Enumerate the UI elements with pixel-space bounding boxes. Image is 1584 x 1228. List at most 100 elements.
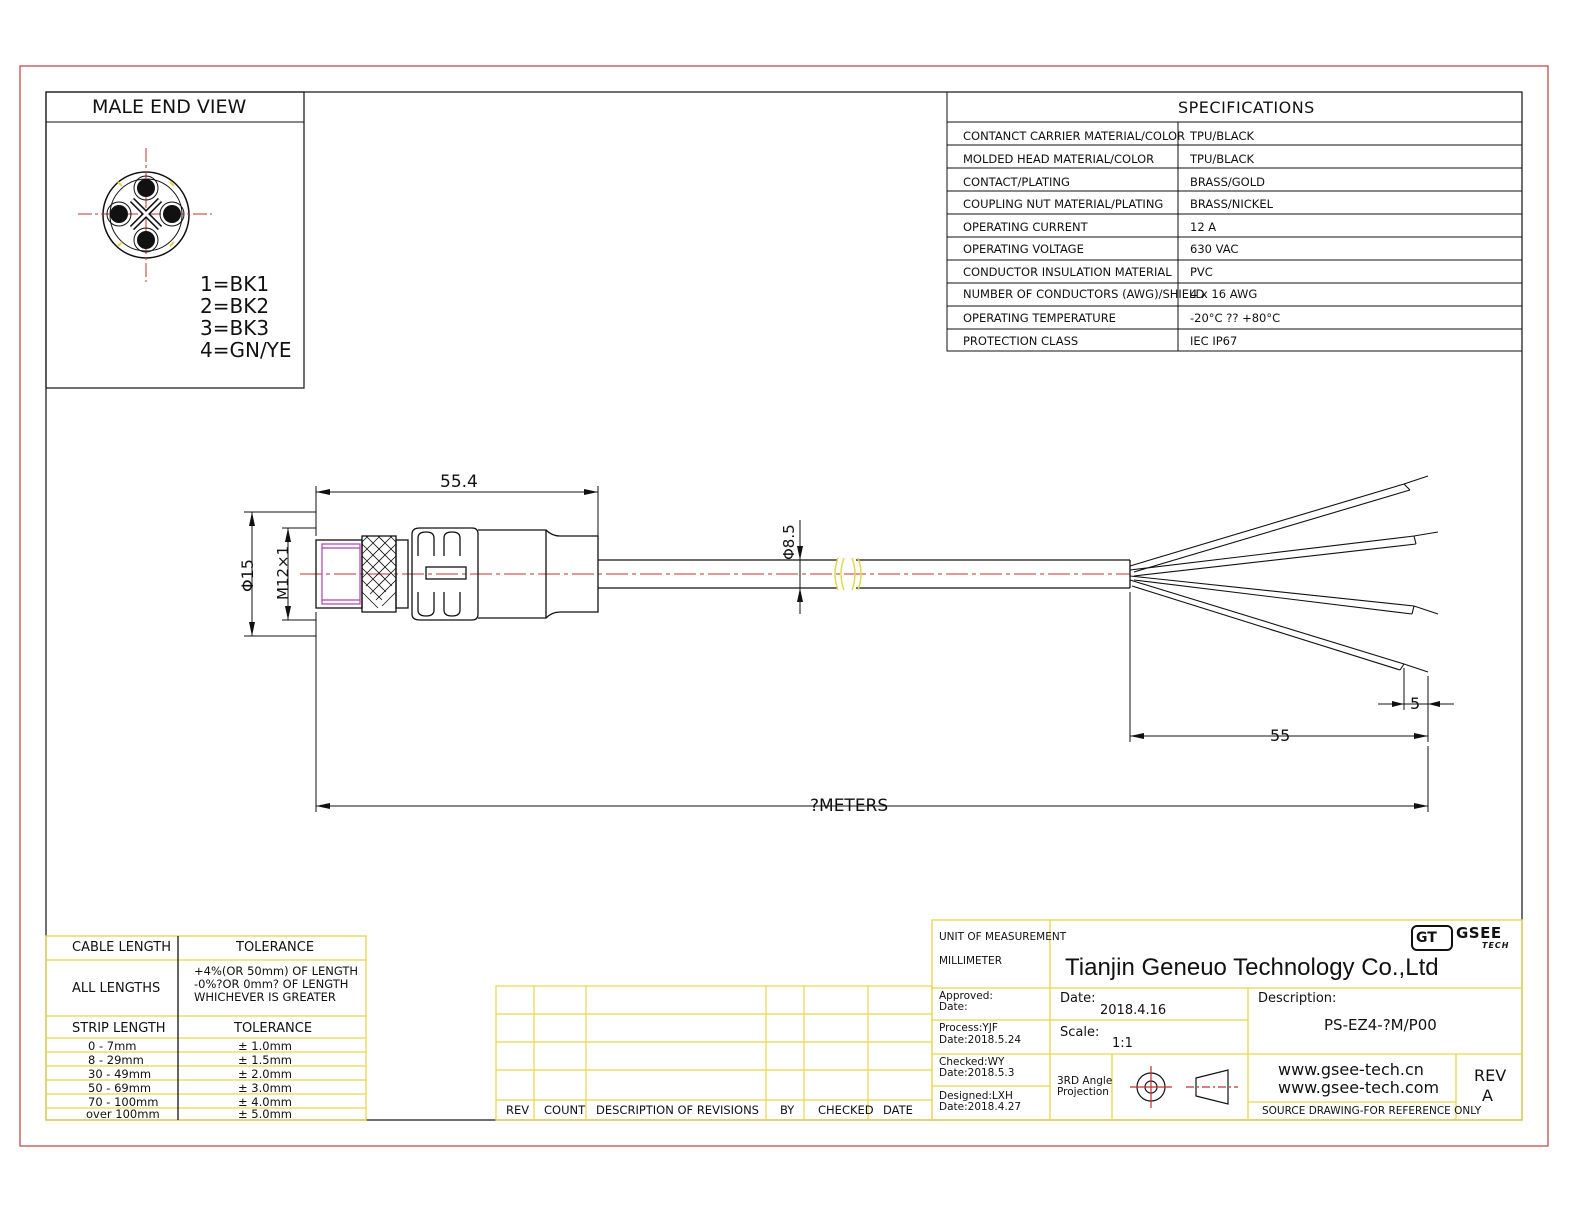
spec-value: 12 A (1190, 220, 1217, 234)
description-label: Description: (1258, 991, 1337, 1006)
third-angle-projection-icon (1130, 1066, 1238, 1108)
spec-label: CONTACT/PLATING (963, 175, 1070, 189)
dim-total-length: ?METERS (810, 796, 889, 816)
male-end-view-title: MALE END VIEW (92, 96, 247, 118)
by-header: BY (780, 1103, 795, 1117)
rev-label: REV (1474, 1066, 1507, 1085)
specifications-title: SPECIFICATIONS (1178, 98, 1315, 117)
description-header: DESCRIPTION OF REVISIONS (596, 1103, 759, 1117)
company-name: Tianjin Geneuo Technology Co.,Ltd (1065, 954, 1439, 981)
spec-label: COUPLING NUT MATERIAL/PLATING (963, 197, 1164, 211)
scale-label: Scale: (1060, 1025, 1100, 1040)
tolerance-header: TOLERANCE (236, 940, 315, 955)
spec-value: TPU/BLACK (1190, 129, 1255, 143)
description-value: PS-EZ4-?M/P00 (1324, 1016, 1437, 1034)
pin-3-label: 3=BK3 (200, 316, 270, 340)
checked-date: Date:2018.5.3 (939, 1067, 1015, 1079)
rev-header: REV (506, 1103, 530, 1117)
strip-range: 70 - 100mm (88, 1095, 159, 1109)
logo-sub: TECH (1482, 941, 1510, 950)
gsee-logo-icon (1411, 925, 1512, 951)
spec-label: OPERATING CURRENT (963, 220, 1088, 234)
cable-length-header: CABLE LENGTH (72, 940, 171, 955)
spec-value: BRASS/NICKEL (1190, 197, 1273, 211)
pin-2-label: 2=BK2 (200, 294, 270, 318)
tolerance-table-grid (45, 935, 367, 1121)
scale-value: 1:1 (1112, 1036, 1133, 1051)
unit-value: MILLIMETER (939, 955, 1002, 967)
strip-tol: ± 3.0mm (238, 1081, 292, 1095)
spec-value: PVC (1190, 265, 1213, 279)
projection-line-1: 3RD Angle (1057, 1075, 1113, 1087)
unit-label: UNIT OF MEASUREMENT (939, 931, 1067, 943)
strip-range: 30 - 49mm (88, 1067, 152, 1081)
spec-label: NUMBER OF CONDUCTORS (AWG)/SHIELD (963, 287, 1205, 301)
spec-value: -20°C ?? +80°C (1190, 311, 1281, 325)
projection-line-2: Projection (1057, 1086, 1109, 1098)
approved-date: Date: (939, 1001, 968, 1013)
spec-value: TPU/BLACK (1190, 152, 1255, 166)
date-value: 2018.4.16 (1100, 1003, 1167, 1018)
pin-4-label: 4=GN/YE (200, 338, 292, 362)
dim-thread: M12×1 (274, 545, 292, 600)
all-lengths-tol-2: -0%?OR 0mm? OF LENGTH (194, 977, 349, 991)
spec-value: 4 x 16 AWG (1190, 287, 1258, 301)
spec-label: OPERATING VOLTAGE (963, 242, 1084, 256)
title-block-grid (931, 919, 1523, 1121)
spec-label: CONTANCT CARRIER MATERIAL/COLOR (963, 129, 1186, 143)
rev-value: A (1482, 1086, 1493, 1105)
spec-value: IEC IP67 (1190, 334, 1238, 348)
cable-assembly-drawing (300, 475, 1439, 673)
count-header: COUNT (544, 1103, 586, 1117)
connector-face-icon (78, 148, 212, 282)
logo-mark: GT (1416, 930, 1437, 946)
dim-head-length: 55.4 (440, 472, 478, 492)
date-label: Date: (1060, 991, 1096, 1006)
process-label: Process:YJF (939, 1022, 998, 1034)
male-end-view-panel (45, 91, 305, 389)
spec-label: PROTECTION CLASS (963, 334, 1079, 348)
strip-range: over 100mm (86, 1107, 160, 1121)
strip-tol: ± 4.0mm (238, 1095, 292, 1109)
specifications-table-grid (946, 91, 1523, 352)
strip-range: 8 - 29mm (88, 1053, 144, 1067)
designed-date: Date:2018.4.27 (939, 1101, 1022, 1113)
strip-tol: ± 5.0mm (238, 1107, 292, 1121)
pin-1-label: 1=BK1 (200, 272, 270, 296)
strip-tolerance-header: TOLERANCE (234, 1021, 313, 1036)
designed-label: Designed:LXH (939, 1090, 1013, 1102)
strip-range: 0 - 7mm (88, 1039, 137, 1053)
spec-value: BRASS/GOLD (1190, 175, 1265, 189)
dimension-lines (244, 486, 1454, 812)
spec-value: 630 VAC (1190, 242, 1239, 256)
website-1: www.gsee-tech.cn (1278, 1060, 1424, 1079)
dim-strip: 5 (1410, 694, 1421, 713)
dim-head-diameter: Φ15 (238, 559, 257, 592)
spec-label: CONDUCTOR INSULATION MATERIAL (963, 265, 1172, 279)
all-lengths-label: ALL LENGTHS (72, 981, 161, 996)
dim-wire-length: 55 (1270, 726, 1291, 745)
all-lengths-tol-3: WHICHEVER IS GREATER (194, 990, 336, 1004)
approved-label: Approved: (939, 990, 993, 1002)
process-date: Date:2018.5.24 (939, 1034, 1022, 1046)
checked-header: CHECKED (818, 1103, 874, 1117)
revisions-table-grid (495, 985, 933, 1121)
website-2: www.gsee-tech.com (1278, 1078, 1440, 1097)
strip-tol: ± 1.5mm (238, 1053, 292, 1067)
spec-label: OPERATING TEMPERATURE (963, 311, 1116, 325)
spec-label: MOLDED HEAD MATERIAL/COLOR (963, 152, 1155, 166)
strip-range: 50 - 69mm (88, 1081, 152, 1095)
date-header: DATE (883, 1103, 913, 1117)
checked-label: Checked:WY (939, 1056, 1005, 1068)
outer-border (19, 65, 1549, 1147)
source-note: SOURCE DRAWING-FOR REFERENCE ONLY (1262, 1105, 1482, 1117)
strip-tol: ± 1.0mm (238, 1039, 292, 1053)
strip-length-header: STRIP LENGTH (72, 1021, 166, 1036)
all-lengths-tol-1: +4%(OR 50mm) OF LENGTH (194, 964, 359, 978)
logo-name: GSEE (1456, 924, 1502, 942)
wire-leads (1129, 475, 1439, 673)
dim-cable-diameter: Φ8.5 (780, 524, 798, 560)
strip-tol: ± 2.0mm (238, 1067, 292, 1081)
